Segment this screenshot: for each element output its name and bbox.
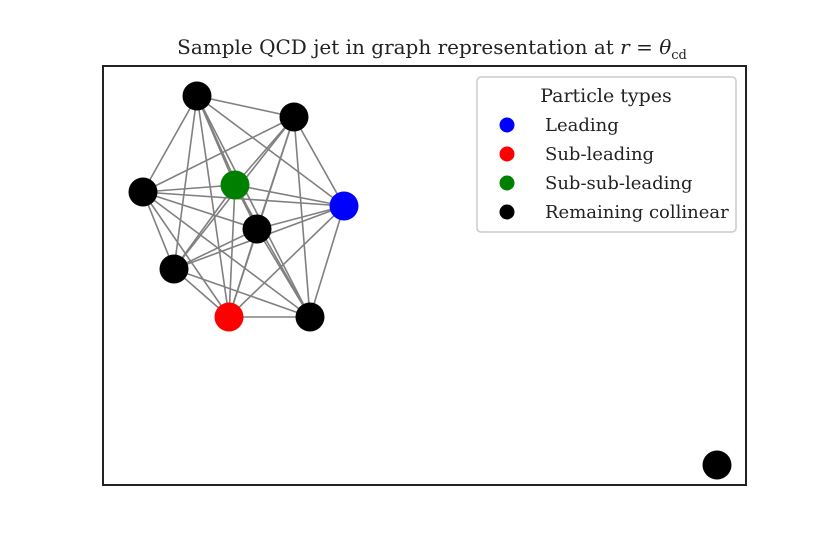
edge-n1-n7 [173,95,198,270]
edge-n1-n5 [196,95,345,207]
node-remaining [159,254,189,284]
edge-n7-n9 [173,268,311,318]
node-remaining [279,102,309,132]
nodes-layer [128,81,732,480]
edge-n2-n5 [293,116,345,207]
legend-label: Sub-leading [545,144,654,165]
legend-marker [499,175,515,191]
legend-box [476,76,737,233]
title-equals: = [630,35,659,59]
title-prefix: Sample QCD jet in graph representation a… [177,35,620,59]
node-sub-leading [214,302,244,332]
node-remaining [295,302,325,332]
title-var-r: r [620,35,631,59]
legend-label: Leading [545,115,619,136]
edge-n2-n3 [142,116,295,193]
edge-n4-n5 [234,184,345,207]
edge-n5-n8 [228,205,345,318]
legend-marker [499,204,515,220]
edge-n6-n7 [173,228,258,270]
edge-n6-n8 [228,228,258,318]
legend-items: LeadingSub-leadingSub-sub-leadingRemaini… [499,115,729,223]
edge-n6-n9 [256,228,311,318]
edge-n1-n8 [196,95,230,318]
node-sub-sub-leading [220,170,250,200]
edge-n4-n7 [173,184,236,270]
edge-n4-n8 [228,184,236,318]
node-remaining [242,214,272,244]
legend-marker [499,117,515,133]
plot-frame [102,65,747,486]
edge-n1-n9 [196,95,311,318]
edge-n3-n8 [142,191,230,318]
edge-n3-n9 [142,191,311,318]
node-remaining [128,177,158,207]
chart-title: Sample QCD jet in graph representation a… [177,35,687,63]
edge-n1-n2 [196,95,295,118]
legend-marker [499,146,515,162]
legend: Particle types LeadingSub-leadingSub-sub… [476,76,737,233]
edge-n1-n3 [142,95,198,193]
edge-n3-n6 [142,191,258,230]
title-subscript: cd [671,48,687,63]
legend-label: Sub-sub-leading [545,173,693,194]
edge-n3-n4 [142,184,236,193]
edge-n5-n9 [309,205,345,318]
edges-layer [142,95,345,318]
title-theta: θ [659,35,671,59]
legend-label: Remaining collinear [545,202,729,223]
node-remaining [702,450,732,480]
node-remaining [182,81,212,111]
edge-n5-n6 [256,205,345,230]
legend-title: Particle types [540,85,672,107]
node-leading [329,191,359,221]
